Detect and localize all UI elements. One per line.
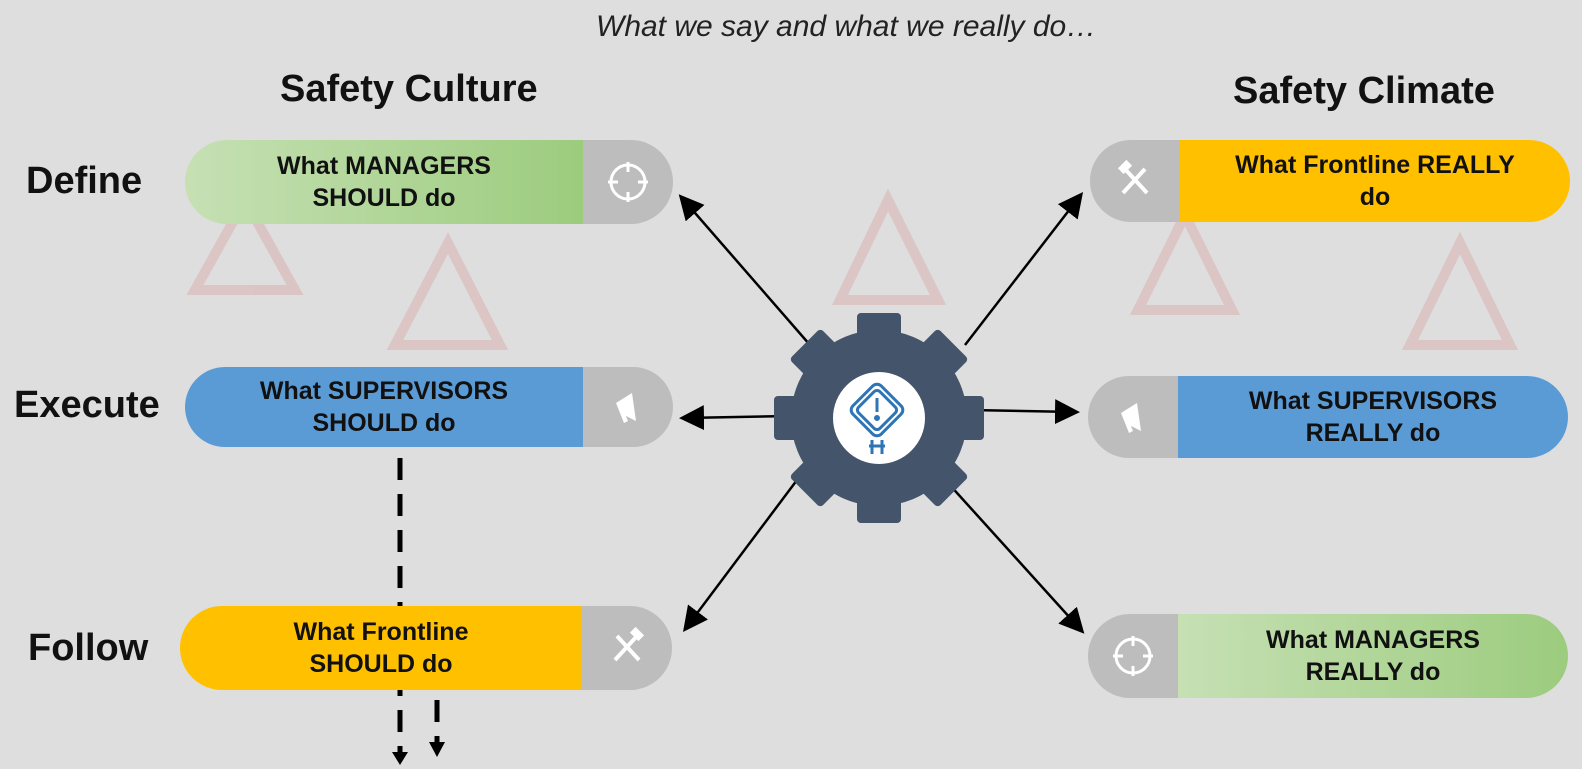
- row-label-execute: Execute: [14, 384, 160, 426]
- tools-icon: [1090, 140, 1180, 222]
- row-label-follow: Follow: [28, 627, 149, 669]
- arrow-to-managers-really: [947, 482, 1085, 634]
- arrow-to-supervisors-really: [969, 399, 1080, 425]
- faded-warning-triangles: [186, 188, 1519, 350]
- slide-subtitle: What we say and what we really do…: [596, 10, 1097, 43]
- tools-icon: [582, 606, 672, 690]
- arrow-to-frontline-should: [683, 479, 798, 632]
- warning-sign-icon: [849, 382, 905, 454]
- megaphone-icon: [1088, 376, 1178, 458]
- target-icon: [583, 140, 673, 224]
- target-icon: [1088, 614, 1178, 698]
- row-label-define: Define: [26, 160, 143, 202]
- megaphone-icon: [583, 367, 673, 447]
- safety-culture-heading: Safety Culture: [280, 68, 538, 110]
- dashed-arrowhead: [429, 742, 445, 757]
- dashed-arrowhead: [392, 752, 408, 765]
- central-gear: [768, 313, 990, 523]
- safety-climate-heading: Safety Climate: [1233, 70, 1495, 112]
- arrow-to-supervisors-should: [679, 405, 791, 431]
- arrow-to-frontline-really: [964, 192, 1084, 346]
- arrow-to-managers-should: [678, 194, 811, 346]
